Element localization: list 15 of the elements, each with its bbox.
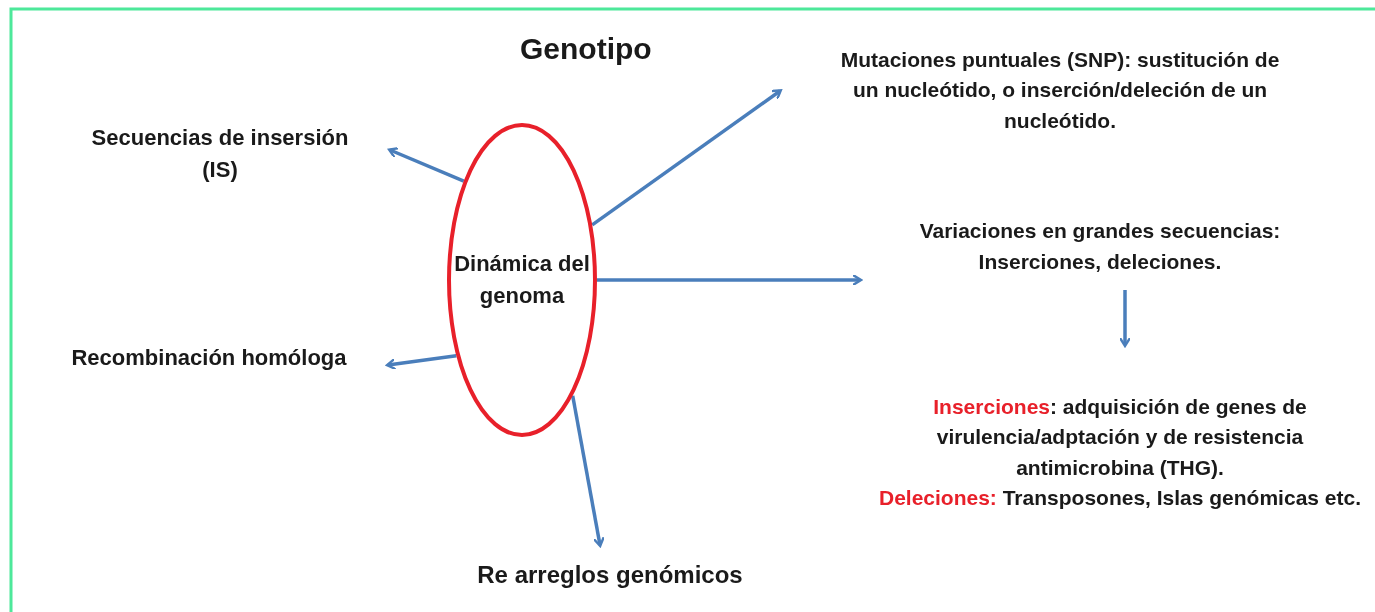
node-label: Dinámica del genoma xyxy=(453,250,591,310)
arrow xyxy=(385,354,457,371)
arrow xyxy=(591,89,782,227)
arrow xyxy=(387,146,465,183)
description-text: Recombinación homóloga xyxy=(71,343,347,372)
description-text: Re arreglos genómicos xyxy=(477,559,743,590)
description-text: Inserciones: adquisición de genes de virulencia/adptación y de resistencia antimicrobina (THG). xyxy=(932,393,1308,481)
description-text: Deleciones: Transposones, Islas genómicas etc. xyxy=(878,484,1361,511)
arrow xyxy=(1118,290,1132,348)
description-text: Variaciones en grandes secuencias: Inserciones, deleciones. xyxy=(918,218,1282,275)
description-text: Mutaciones puntuales (SNP): sustitución de un nucleótido, o inserción/deleción de un nucleótido. xyxy=(839,46,1281,134)
arrow xyxy=(597,273,863,287)
arrow xyxy=(570,395,605,548)
heading-text: Genotipo xyxy=(520,32,652,66)
description-text: Secuencias de insersión (IS) xyxy=(90,124,350,184)
